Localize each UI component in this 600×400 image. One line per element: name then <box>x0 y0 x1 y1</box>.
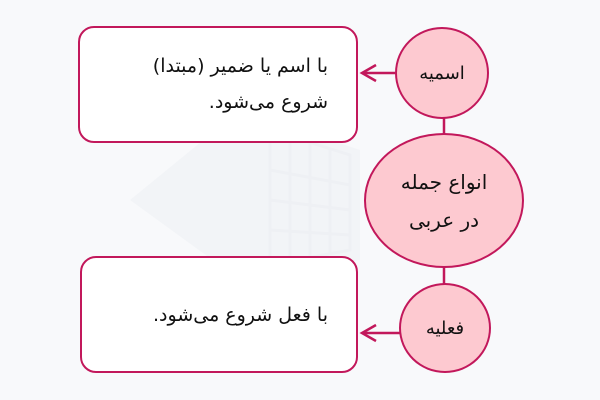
ismiyya-description-line1: با اسم یا ضمیر (مبتدا) <box>152 55 328 77</box>
center-topic-line1: انواع جمله <box>400 169 488 194</box>
node-center-topic: انواع جمله در عربی <box>364 133 524 268</box>
node-filiyya: فعلیه <box>399 283 491 373</box>
center-topic-line2: در عربی <box>408 207 480 232</box>
node-ismiyya-label: اسمیه <box>419 62 465 84</box>
watermark-logo-icon <box>130 110 360 280</box>
node-filiyya-label: فعلیه <box>425 317 465 339</box>
ismiyya-description-line2: شروع می‌شود. <box>208 91 328 113</box>
filiyya-description-box: با فعل شروع می‌شود. <box>80 256 358 373</box>
node-ismiyya: اسمیه <box>395 27 489 119</box>
filiyya-description: با فعل شروع می‌شود. <box>153 303 328 326</box>
ismiyya-description-box: با اسم یا ضمیر (مبتدا) شروع می‌شود. <box>78 26 358 143</box>
